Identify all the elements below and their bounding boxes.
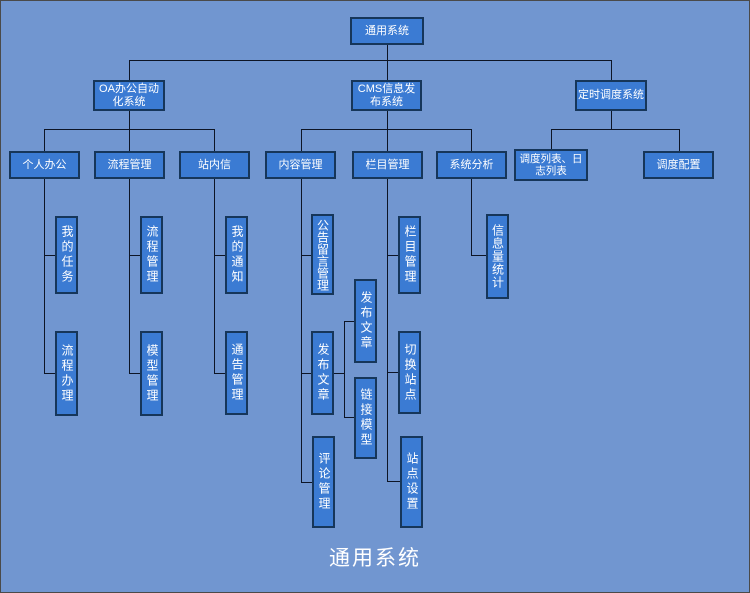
connector-line bbox=[129, 60, 130, 80]
connector-line bbox=[387, 255, 398, 256]
connector-line bbox=[129, 255, 140, 256]
node-system-analysis: 系统分析 bbox=[436, 151, 507, 179]
connector-line bbox=[551, 129, 552, 150]
connector-line bbox=[44, 255, 55, 256]
connector-line bbox=[471, 129, 472, 151]
connector-line bbox=[334, 373, 344, 374]
node-scheduler-system: 定时调度系统 bbox=[575, 80, 647, 111]
node-cms-system: CMS信息发布系统 bbox=[351, 80, 422, 111]
connector-line bbox=[551, 129, 679, 130]
connector-line bbox=[214, 179, 215, 373]
node-root: 通用系统 bbox=[350, 17, 424, 45]
connector-line bbox=[214, 373, 225, 374]
node-switch-site: 切换站点 bbox=[398, 331, 421, 414]
connector-line bbox=[129, 60, 612, 61]
node-publish-article: 发布文章 bbox=[311, 331, 334, 415]
connector-line bbox=[387, 129, 388, 151]
node-my-notices: 我的通知 bbox=[225, 216, 248, 294]
node-column-mgmt: 栏目管理 bbox=[352, 151, 423, 179]
connector-line bbox=[214, 129, 215, 151]
connector-line bbox=[387, 111, 388, 129]
connector-line bbox=[44, 373, 55, 374]
connector-line bbox=[129, 373, 140, 374]
node-comment-mgmt: 评论管理 bbox=[312, 436, 335, 528]
connector-line bbox=[129, 129, 130, 151]
node-column-mgmt-sub: 栏目管理 bbox=[398, 216, 421, 294]
diagram-title: 通用系统 bbox=[329, 547, 421, 570]
connector-line bbox=[387, 60, 388, 80]
node-content-mgmt: 内容管理 bbox=[265, 151, 336, 179]
connector-line bbox=[344, 321, 345, 418]
connector-line bbox=[301, 373, 311, 374]
node-site-settings: 站点设置 bbox=[400, 436, 423, 528]
node-announcement-msg-mgmt: 公告留言管理 bbox=[311, 214, 334, 295]
connector-line bbox=[214, 255, 225, 256]
node-info-volume-stats: 信息量统计 bbox=[486, 214, 509, 299]
connector-line bbox=[679, 129, 680, 151]
connector-line bbox=[471, 255, 486, 256]
node-publish-article-sub: 发布文章 bbox=[354, 279, 377, 363]
connector-line bbox=[301, 179, 302, 482]
connector-line bbox=[44, 129, 45, 151]
connector-line bbox=[387, 179, 388, 481]
connector-line bbox=[301, 129, 472, 130]
connector-line bbox=[387, 372, 398, 373]
node-process-handling: 流程办理 bbox=[55, 331, 78, 416]
node-schedule-config: 调度配置 bbox=[643, 151, 714, 179]
node-process-mgmt-sub: 流程管理 bbox=[140, 216, 163, 294]
connector-line bbox=[44, 179, 45, 373]
node-oa-system: OA办公自动化系统 bbox=[93, 80, 165, 111]
connector-line bbox=[129, 111, 130, 129]
connector-line bbox=[471, 179, 472, 255]
node-process-mgmt: 流程管理 bbox=[94, 151, 165, 179]
connector-line bbox=[301, 255, 311, 256]
node-notice-mgmt: 通告管理 bbox=[225, 331, 248, 415]
connector-line bbox=[129, 179, 130, 373]
connector-line bbox=[344, 321, 354, 322]
connector-line bbox=[301, 129, 302, 151]
node-link-model: 链接模型 bbox=[354, 377, 377, 459]
connector-line bbox=[344, 417, 354, 418]
connector-line bbox=[301, 482, 312, 483]
node-site-mail: 站内信 bbox=[179, 151, 250, 179]
node-schedule-lists: 调度列表、日志列表 bbox=[514, 149, 588, 181]
connector-line bbox=[387, 45, 388, 60]
node-my-tasks: 我的任务 bbox=[55, 216, 78, 294]
connector-line bbox=[611, 111, 612, 129]
connector-line bbox=[611, 60, 612, 80]
node-model-mgmt: 模型管理 bbox=[140, 331, 163, 416]
node-personal-office: 个人办公 bbox=[9, 151, 80, 179]
connector-line bbox=[387, 481, 400, 482]
